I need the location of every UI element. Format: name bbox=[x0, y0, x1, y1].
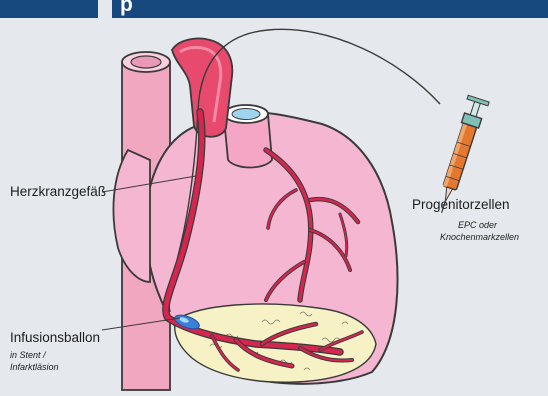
label-coronary-vessel: Herzkranzgefäß bbox=[10, 184, 106, 199]
label-balloon-sub-line1: in Stent / bbox=[10, 350, 46, 361]
label-balloon-sub-line2: Infarktläsion bbox=[10, 362, 59, 373]
label-progenitor-sub-line2: Knochenmarkzellen bbox=[440, 232, 519, 243]
heart-left-lobe bbox=[113, 150, 150, 282]
pulmonary-artery bbox=[224, 105, 272, 168]
label-progenitor-sub-line1: EPC oder bbox=[458, 220, 497, 231]
label-infusion-balloon: Infusionsballon bbox=[10, 330, 100, 345]
label-progenitor-cells: Progenitorzellen bbox=[412, 197, 510, 212]
